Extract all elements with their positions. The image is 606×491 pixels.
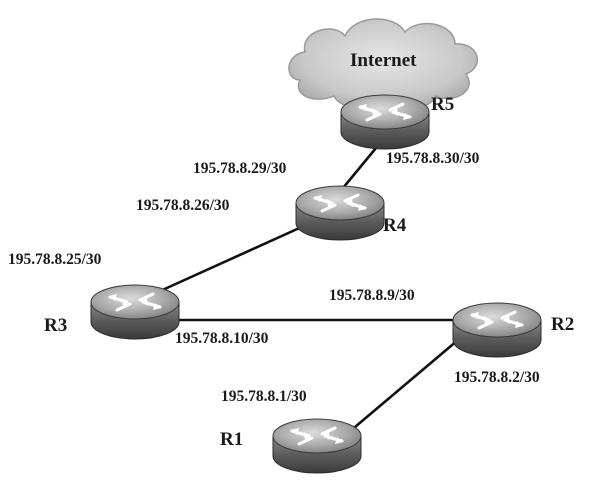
router-r1-label: R1 — [220, 429, 243, 450]
links — [156, 146, 460, 440]
link-r2-r1 — [340, 338, 460, 440]
link-r4-r3 — [156, 223, 308, 294]
address-r2-r1-r2side: 195.78.8.2/30 — [454, 369, 540, 386]
router-r4-label: R4 — [383, 215, 407, 236]
router-r5 — [339, 93, 431, 151]
address-r3-r2-r3side: 195.78.8.10/30 — [175, 330, 269, 347]
router-r2 — [451, 301, 543, 359]
router-r5-label: R5 — [431, 94, 454, 115]
address-r2-r1-r1side: 195.78.8.1/30 — [221, 388, 307, 405]
router-r4 — [294, 184, 386, 242]
address-r5-r4-r4side: 195.78.8.29/30 — [193, 160, 287, 177]
router-r3 — [89, 283, 181, 341]
router-r2-label: R2 — [551, 314, 574, 335]
router-r1 — [271, 417, 363, 475]
address-r4-r3-r4side: 195.78.8.26/30 — [136, 197, 230, 214]
router-r3-label: R3 — [44, 315, 67, 336]
link-r5-r4 — [341, 146, 378, 190]
internet-label: Internet — [350, 50, 417, 71]
address-r4-r3-r3side: 195.78.8.25/30 — [8, 251, 102, 268]
address-r3-r2-r2side: 195.78.8.9/30 — [329, 287, 415, 304]
address-r5-r4-r5side: 195.78.8.30/30 — [386, 150, 480, 167]
